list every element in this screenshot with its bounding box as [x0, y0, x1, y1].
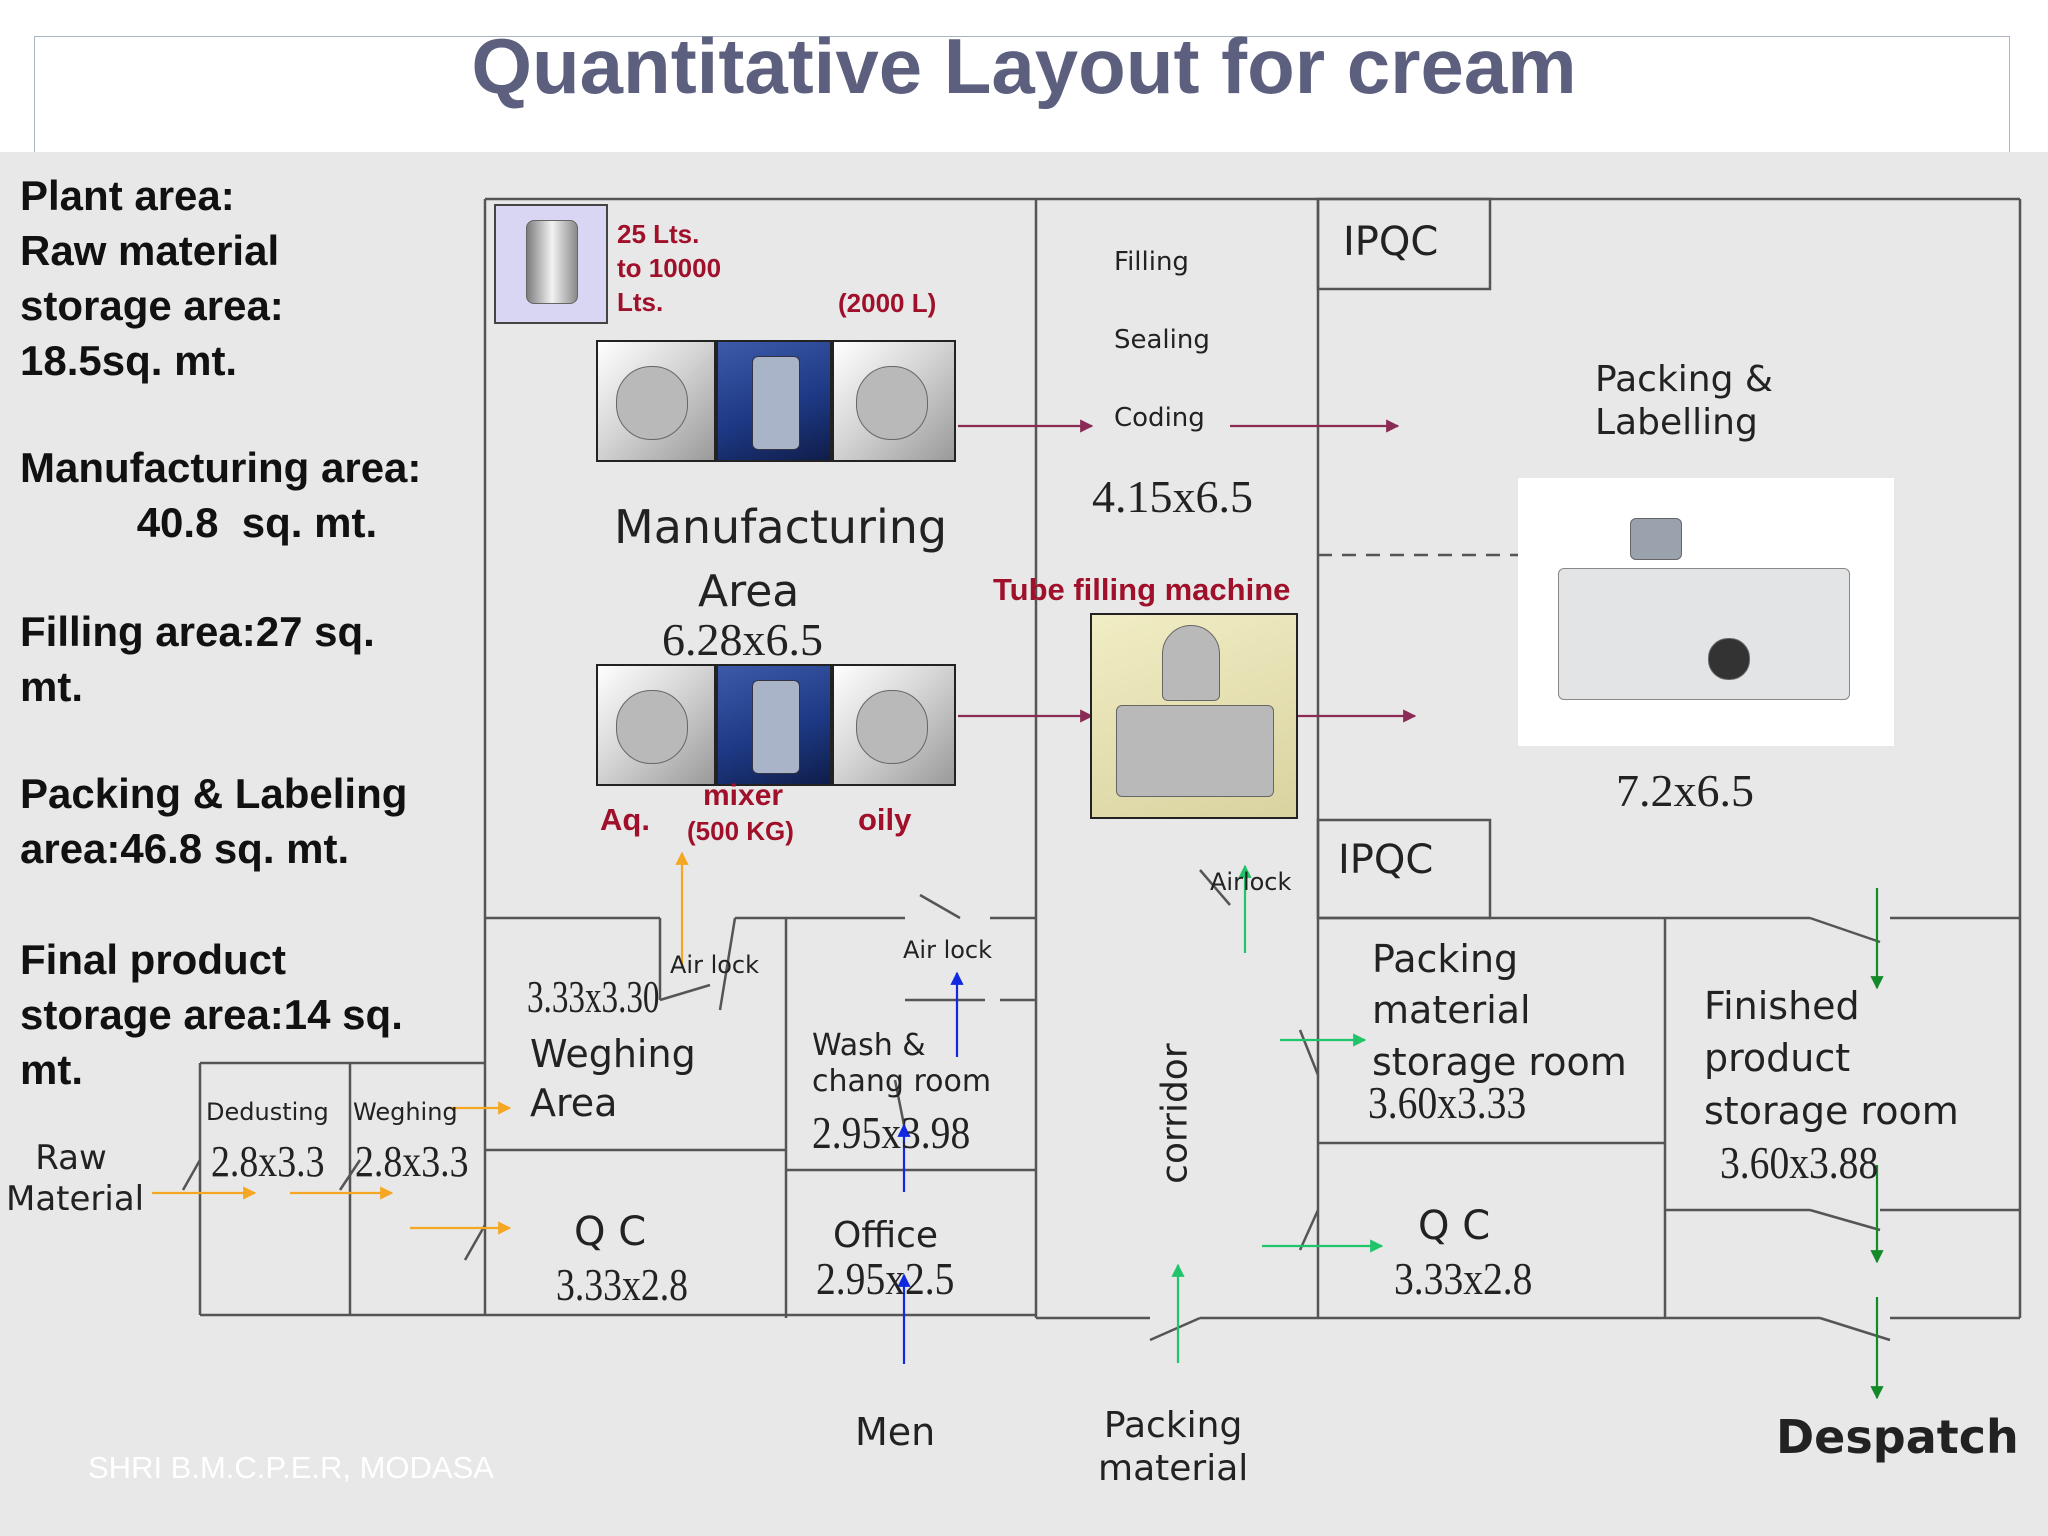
airlock-mid-label: Air lock [903, 936, 993, 964]
mixer-label: mixer [703, 779, 784, 812]
slide-background [0, 152, 2048, 1536]
filling-step-2: Sealing [1114, 325, 1210, 355]
qc-right-dimensions: 3.33x2.8 [1394, 1253, 1533, 1304]
manufacturing-area-label: Area [698, 566, 800, 617]
summary-final-product-area: Final product storage area:14 sq. mt. [20, 936, 403, 1093]
dedusting-label: Dedusting [206, 1098, 329, 1126]
mixer-image-bottom [716, 664, 832, 786]
weighing-dimensions: 3.33x3.30 [527, 971, 660, 1022]
packing-material-flow [1171, 864, 1384, 1363]
aq-label: Aq. [600, 802, 650, 837]
packing-material-label: Packing material [1098, 1405, 1249, 1490]
qc-left-label: Q C [574, 1209, 647, 1255]
tube-filling-machine-image [1090, 613, 1298, 819]
qc-right-label: Q C [1418, 1203, 1491, 1249]
oily-label: oily [858, 802, 912, 837]
personnel-flow [897, 971, 964, 1364]
mixer-image-top [716, 340, 832, 462]
weghing-small-label: Weghing [353, 1098, 458, 1126]
office-label: Office [833, 1215, 939, 1256]
filling-step-1: Filling [1114, 247, 1189, 277]
packing-material-dimensions: 3.60x3.33 [1368, 1077, 1527, 1128]
manufacturing-dimensions: 6.28x6.5 [662, 614, 823, 665]
weghing-small-dimensions: 2.8x3.3 [355, 1137, 469, 1186]
storage-tank-image [494, 204, 608, 324]
oily-tank-image-bottom [832, 664, 956, 786]
page-title: Quantitative Layout for cream [471, 22, 1577, 110]
tube-filling-label: Tube filling machine [993, 572, 1291, 607]
manufacturing-title: Manufacturing [614, 500, 948, 554]
title-frame [34, 36, 2010, 152]
mixer-capacity-label: (500 KG) [687, 816, 794, 846]
dedusting-dimensions: 2.8x3.3 [211, 1137, 325, 1186]
packing-labelling-label: Packing & Labelling [1595, 359, 1773, 444]
walls [181, 197, 2022, 1342]
weighing-area-label: Weghing Area [530, 1032, 696, 1126]
corridor-label: corridor [1154, 1043, 1196, 1184]
finished-product-room-label: Finished product storage room [1704, 984, 1959, 1133]
process-flow [958, 419, 1417, 723]
packing-material-room-label: Packing material storage room [1372, 937, 1627, 1084]
filling-step-3: Coding [1114, 403, 1205, 433]
summary-manufacturing-area: Manufacturing area: 40.8 sq. mt. [20, 444, 422, 546]
footer-institution: SHRI B.M.C.P.E.R, MODASA [88, 1450, 494, 1485]
packing-machine-image [1518, 478, 1894, 746]
summary-packing-area: Packing & Labeling area:46.8 sq. mt. [20, 770, 408, 872]
ipqc-top-label: IPQC [1343, 219, 1439, 265]
airlock-right-label: Airlock [1210, 868, 1292, 896]
finished-product-dimensions: 3.60x3.88 [1720, 1137, 1879, 1188]
men-label: Men [855, 1410, 936, 1454]
packing-dimensions: 7.2x6.5 [1616, 765, 1754, 816]
aqueous-tank-image-bottom [596, 664, 716, 786]
summary-filling-area: Filling area:27 sq. mt. [20, 608, 375, 710]
storage-tank-caption: 25 Lts. to 10000 Lts. [617, 219, 722, 317]
aqueous-tank-image-top [596, 340, 716, 462]
despatch-label: Despatch [1776, 1410, 2019, 1464]
summary-plant-area: Plant area: Raw material storage area: 1… [20, 172, 284, 384]
oily-tank-image-top [832, 340, 956, 462]
ipqc-mid-label: IPQC [1338, 837, 1434, 883]
wash-change-room-label: Wash & chang room [812, 1028, 992, 1099]
qc-left-dimensions: 3.33x2.8 [556, 1259, 689, 1310]
capacity-label: (2000 L) [838, 288, 937, 318]
raw-material-flow [152, 851, 689, 1235]
airlock-left-label: Air lock [670, 951, 760, 979]
filling-dimensions: 4.15x6.5 [1092, 471, 1253, 522]
office-dimensions: 2.95x2.5 [816, 1253, 955, 1304]
raw-material-label: Raw Material [6, 1138, 145, 1219]
wash-change-dimensions: 2.95x3.98 [812, 1107, 971, 1158]
